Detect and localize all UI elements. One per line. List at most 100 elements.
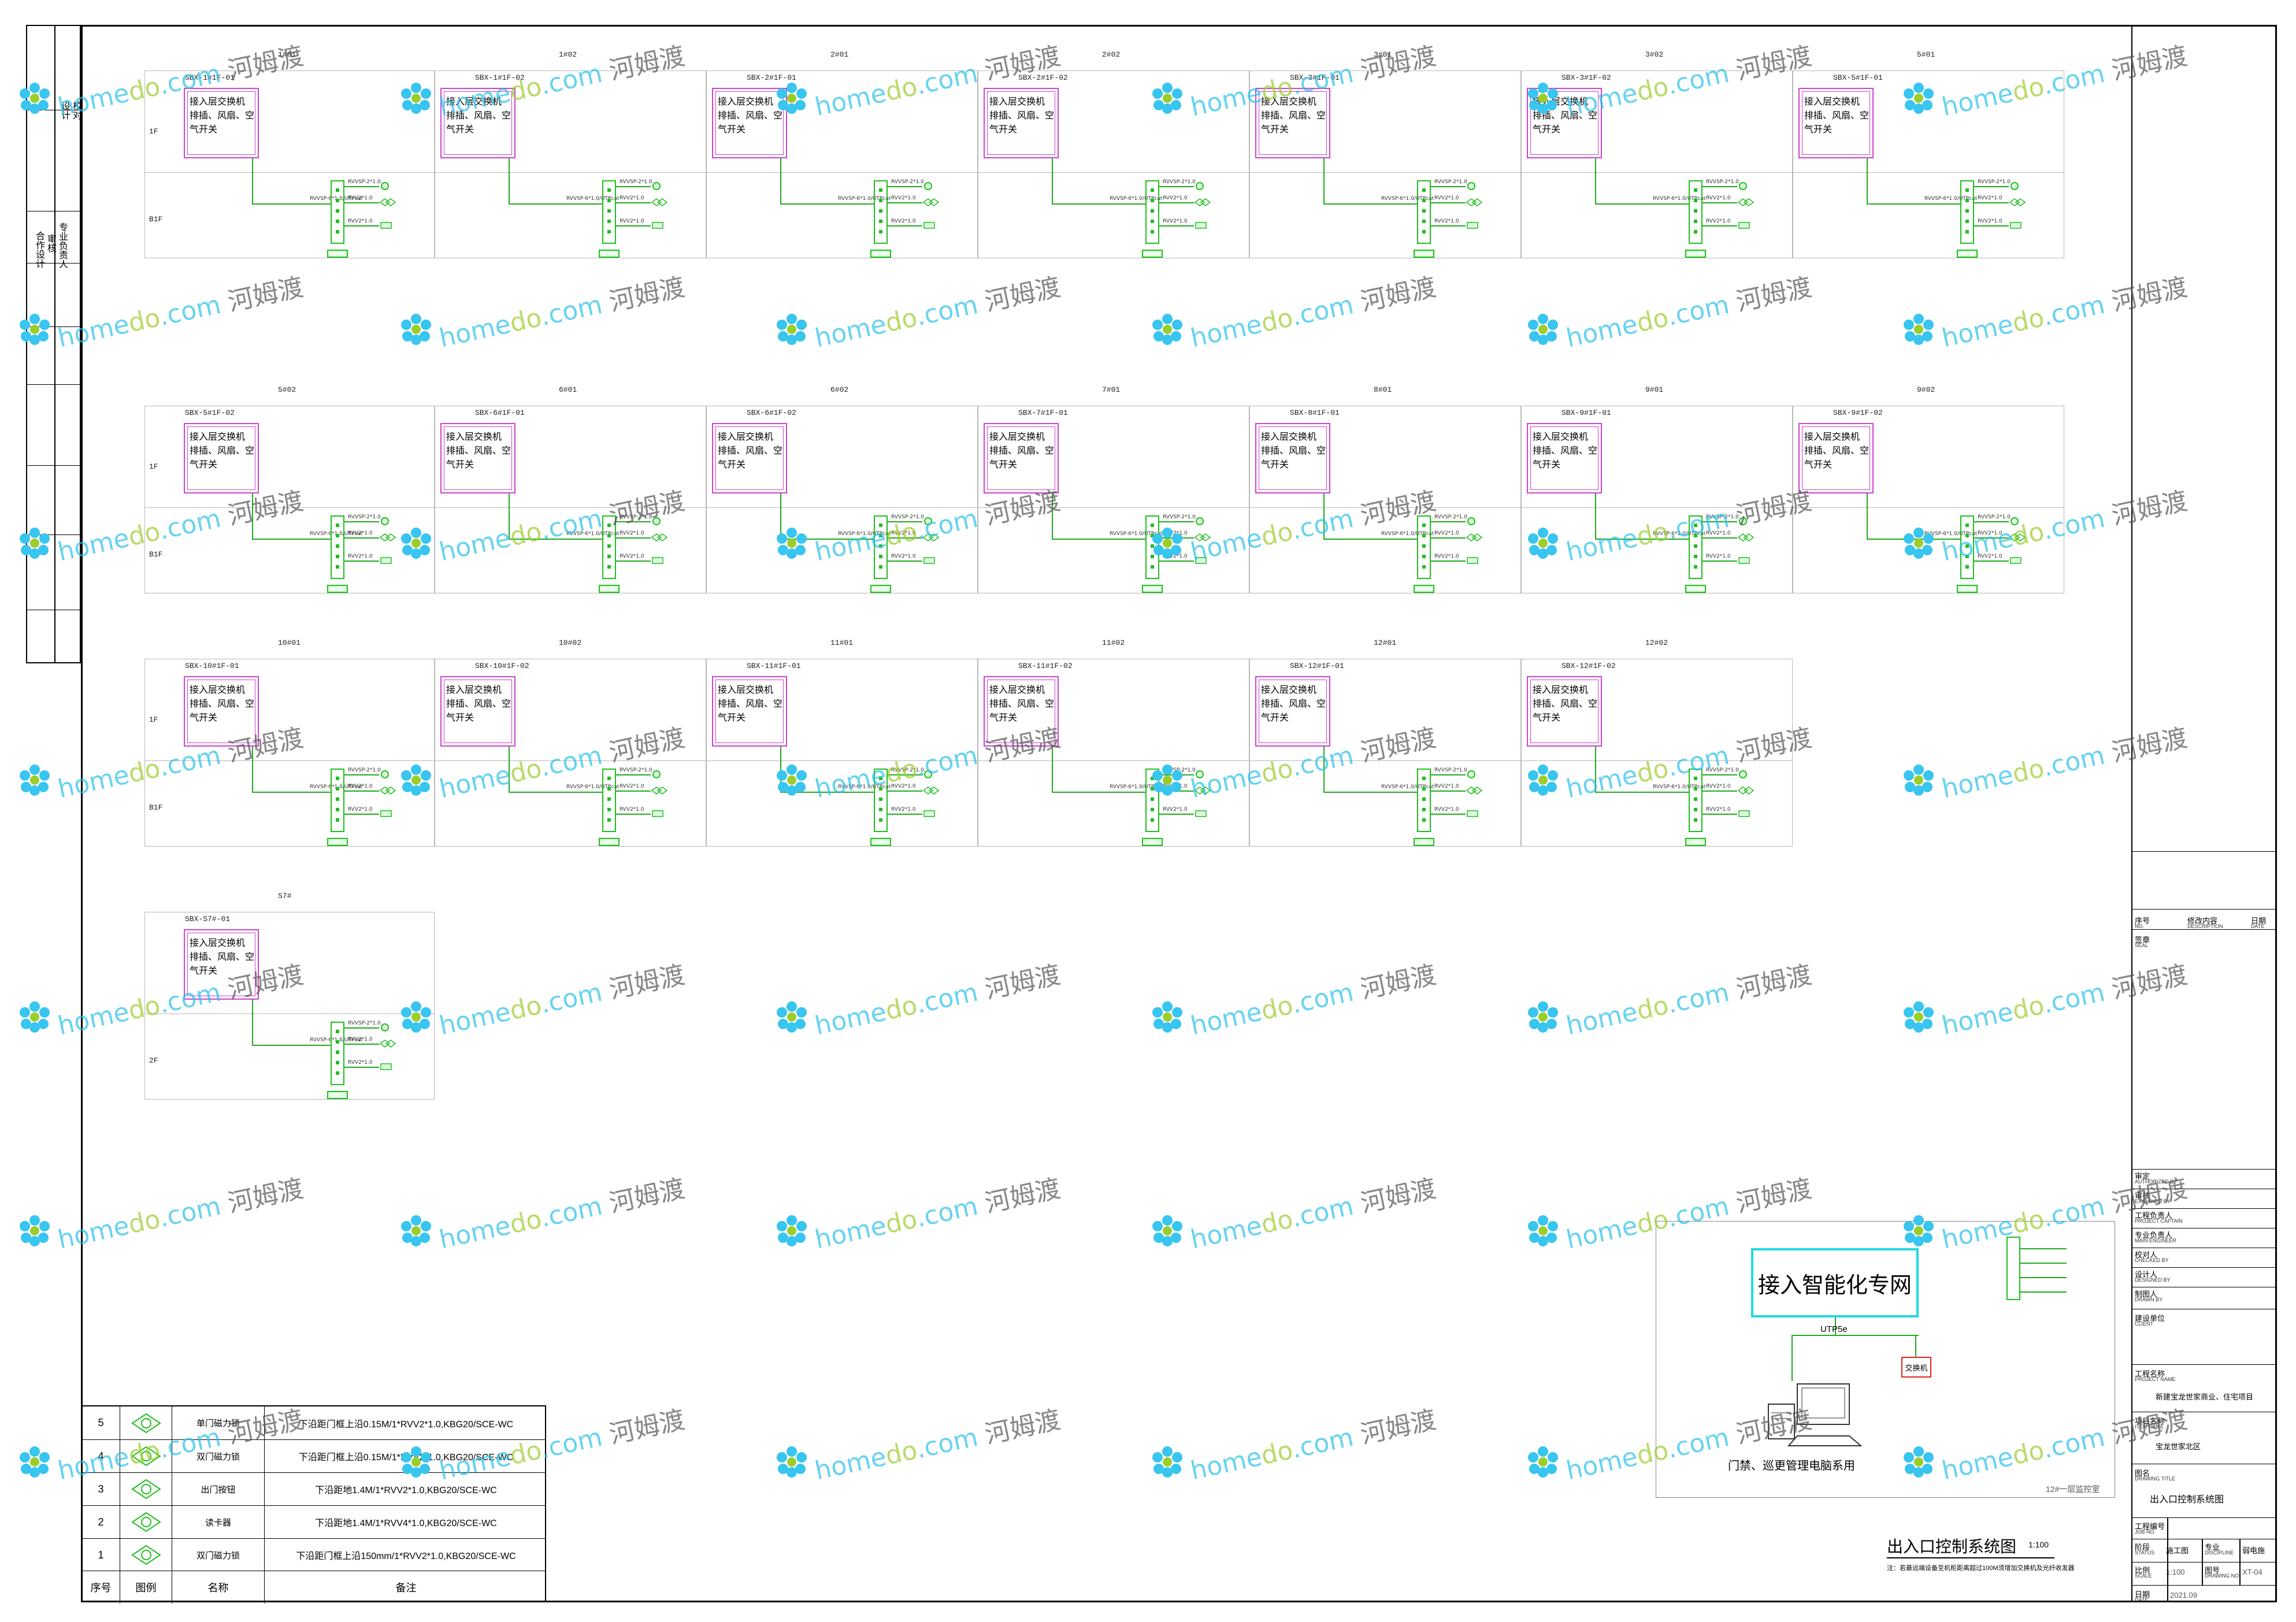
floor-label: B1F bbox=[149, 550, 163, 559]
wire-label: RVV2*1.0 bbox=[348, 195, 373, 201]
device-circle-icon bbox=[1737, 181, 1755, 194]
wire-label: RVV2*1.0 bbox=[1706, 218, 1731, 224]
system-block bbox=[978, 70, 1249, 258]
building-head: 1#01 bbox=[278, 50, 296, 59]
access-switch-panel: 接入层交换机排插、风扇、空气开关 bbox=[440, 676, 515, 747]
wire-label: RVV2*1.0 bbox=[620, 554, 644, 559]
device-rect-icon bbox=[1466, 556, 1483, 568]
building-head: 6#01 bbox=[559, 385, 577, 394]
system-block bbox=[435, 406, 706, 593]
wire-label: RVV2*1.0 bbox=[1706, 554, 1731, 559]
building-head: 2#02 bbox=[1102, 50, 1121, 59]
access-controller bbox=[1689, 515, 1702, 579]
access-controller bbox=[602, 515, 616, 579]
device-circle-icon bbox=[379, 770, 396, 782]
device-diamond-icon bbox=[2009, 533, 2026, 545]
building-head: 6#02 bbox=[830, 385, 849, 394]
tb-drawing-value: 出入口控制系统图 bbox=[2150, 1495, 2224, 1505]
access-switch-panel: 接入层交换机排插、风扇、空气开关 bbox=[1527, 88, 1602, 158]
smart-network-box: 接入智能化专网 bbox=[1751, 1248, 1919, 1317]
tb-scale-value: 1:100 bbox=[2166, 1568, 2185, 1576]
panel-line2: 排插、风扇、空气开关 bbox=[1533, 110, 1598, 135]
wire-label: RVV2*1.0 bbox=[891, 807, 916, 812]
panel-line1: 接入层交换机 bbox=[718, 96, 774, 107]
wire-label: RVVSP-2*1.0 bbox=[891, 514, 924, 520]
tb-drawn-en: DRAWN BY bbox=[2135, 1297, 2163, 1302]
device-circle-icon bbox=[1466, 770, 1483, 782]
cable-label: RVVSP-6*1.0/UTPcat bbox=[1110, 531, 1163, 537]
device-diamond-icon bbox=[379, 786, 396, 798]
utp-label: UTP5e bbox=[1820, 1324, 1848, 1334]
device-diamond-icon bbox=[1194, 198, 1211, 210]
device-diamond-icon bbox=[379, 533, 396, 545]
panel-line1: 接入层交换机 bbox=[190, 684, 246, 695]
building-head: 11#02 bbox=[1102, 639, 1125, 647]
device-rect-icon bbox=[1737, 809, 1755, 821]
tb-approved-en: AUTHORIZED BY bbox=[2135, 1179, 2178, 1185]
wire-label: RVVSP-2*1.0 bbox=[891, 767, 924, 773]
wire-label: RVVSP-2*1.0 bbox=[620, 514, 652, 520]
tb-project: 工程名称 bbox=[2135, 1369, 2165, 1378]
panel-line2: 排插、风扇、空气开关 bbox=[1533, 445, 1598, 470]
wire-label: RVV2*1.0 bbox=[620, 784, 644, 789]
tb-job-en: JOB NO. bbox=[2135, 1529, 2156, 1535]
access-switch-panel: 接入层交换机排插、风扇、空气开关 bbox=[984, 423, 1059, 493]
device-diamond-icon bbox=[1737, 533, 1755, 545]
controller-base bbox=[1142, 838, 1163, 846]
access-controller bbox=[1145, 769, 1159, 832]
device-diamond-icon bbox=[922, 786, 940, 798]
tb-project-en: PROJECT NAME bbox=[2135, 1376, 2176, 1382]
wire-label: RVV2*1.0 bbox=[1706, 530, 1731, 536]
watermark-flower-icon bbox=[17, 1213, 52, 1248]
floor-label: 2F bbox=[149, 1056, 158, 1065]
left-title-strip: 设计 校对 合作设计 审核 专业负责人 bbox=[26, 25, 81, 663]
device-diamond-icon bbox=[1194, 533, 1211, 545]
watermark-flower-icon bbox=[1150, 1445, 1185, 1479]
system-block bbox=[978, 659, 1249, 847]
panel-tag: SBX-7#1F-01 bbox=[1018, 409, 1068, 417]
panel-line1: 接入层交换机 bbox=[989, 96, 1045, 107]
watermark-flower-icon bbox=[399, 526, 433, 561]
panel-tag: SBX-3#1F-01 bbox=[1290, 73, 1340, 82]
wire-label: RVVSP-2*1.0 bbox=[1434, 767, 1467, 773]
legend-header-name: 名称 bbox=[172, 1571, 264, 1604]
panel-line1: 接入层交换机 bbox=[989, 431, 1045, 442]
access-switch-panel: 接入层交换机排插、风扇、空气开关 bbox=[184, 929, 259, 1000]
wire-label: RVVSP-2*1.0 bbox=[1163, 179, 1196, 185]
panel-line1: 接入层交换机 bbox=[718, 684, 774, 695]
floor-label: 1F bbox=[149, 462, 158, 471]
access-switch-panel: 接入层交换机排插、风扇、空气开关 bbox=[984, 676, 1059, 747]
tb-drawing-en: DRAWING TITLE bbox=[2135, 1476, 2176, 1482]
wire-label: RVV2*1.0 bbox=[620, 195, 644, 201]
wire-label: RVVSP-2*1.0 bbox=[348, 767, 381, 773]
device-diamond-icon bbox=[651, 786, 668, 798]
device-rect-icon bbox=[651, 221, 668, 233]
watermark-flower-icon bbox=[17, 526, 52, 561]
legend-name: 双门磁力锁 bbox=[172, 1440, 264, 1472]
panel-line2: 排插、风扇、空气开关 bbox=[718, 698, 783, 723]
tb-designed: 设计人 bbox=[2135, 1270, 2158, 1279]
device-rect-icon bbox=[2009, 221, 2026, 233]
device-circle-icon bbox=[922, 517, 940, 529]
watermark-flower-icon bbox=[1526, 312, 1560, 347]
panel-line2: 排插、风扇、空气开关 bbox=[190, 110, 255, 135]
device-diamond-icon bbox=[2009, 198, 2026, 210]
device-diamond-icon bbox=[1466, 786, 1483, 798]
access-controller bbox=[874, 515, 888, 579]
tb-main_eng: 专业负责人 bbox=[2135, 1231, 2173, 1239]
device-circle-icon bbox=[1466, 517, 1483, 529]
device-rect-icon bbox=[1737, 556, 1755, 568]
wire-label: RVVSP-2*1.0 bbox=[348, 179, 381, 185]
panel-line1: 接入层交换机 bbox=[718, 431, 774, 442]
tb-examined-en: EXAMINED BY bbox=[2135, 1198, 2171, 1204]
strip-label-partner: 合作设计 bbox=[34, 231, 44, 268]
device-diamond-icon bbox=[1737, 198, 1755, 210]
tb-item-en: ITEM NAME bbox=[2135, 1424, 2164, 1430]
controller-base bbox=[1414, 250, 1434, 258]
panel-line1: 接入层交换机 bbox=[446, 431, 502, 442]
building-head: 5#02 bbox=[278, 385, 296, 394]
watermark-flower-icon bbox=[774, 763, 809, 797]
watermark-flower-icon bbox=[1526, 1213, 1560, 1248]
access-switch-panel: 接入层交换机排插、风扇、空气开关 bbox=[1255, 676, 1330, 747]
